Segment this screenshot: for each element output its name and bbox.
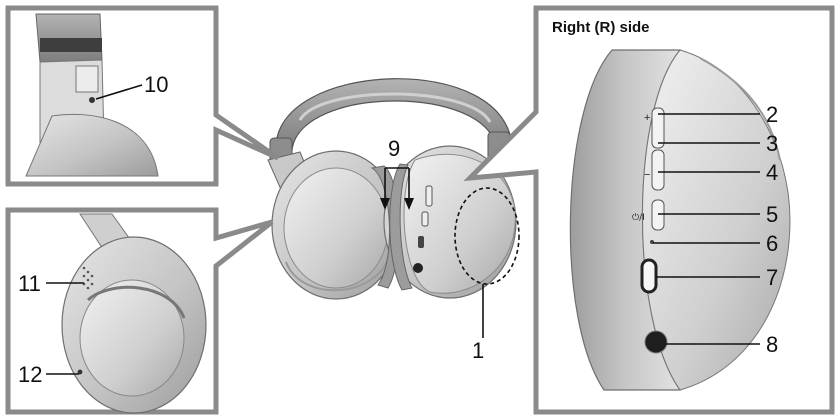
callout-3-label: 3 — [766, 131, 778, 156]
callout-10-label: 10 — [144, 72, 168, 97]
minus-glyph: − — [644, 169, 650, 181]
callout-5-label: 5 — [766, 202, 778, 227]
inset-right-side: Right (R) side + − ⏻/I 2 3 4 5 6 7 8 — [470, 8, 832, 412]
plus-glyph: + — [644, 112, 650, 124]
inset-bottom-left: 11 12 — [8, 210, 272, 413]
headphone-front-view — [268, 79, 516, 299]
inset-top-left: 10 — [8, 8, 278, 184]
audio-jack — [645, 331, 667, 353]
callout-6-label: 6 — [766, 231, 778, 256]
callout-7-label: 7 — [766, 265, 778, 290]
callout-11-label: 11 — [18, 271, 41, 296]
right-side-title: Right (R) side — [552, 19, 650, 36]
callout-9-label: 9 — [388, 136, 400, 161]
callout-2-label: 2 — [766, 102, 778, 127]
power-glyph: ⏻/I — [632, 212, 645, 223]
callout-12-label: 12 — [18, 362, 42, 387]
power-button — [652, 200, 664, 230]
volume-down-button — [652, 150, 664, 190]
usb-c-port — [642, 260, 656, 292]
callout-4-label: 4 — [766, 160, 778, 185]
callout-1-label: 1 — [472, 338, 484, 363]
microphone-hole-10 — [89, 97, 95, 103]
callout-8-label: 8 — [766, 332, 778, 357]
